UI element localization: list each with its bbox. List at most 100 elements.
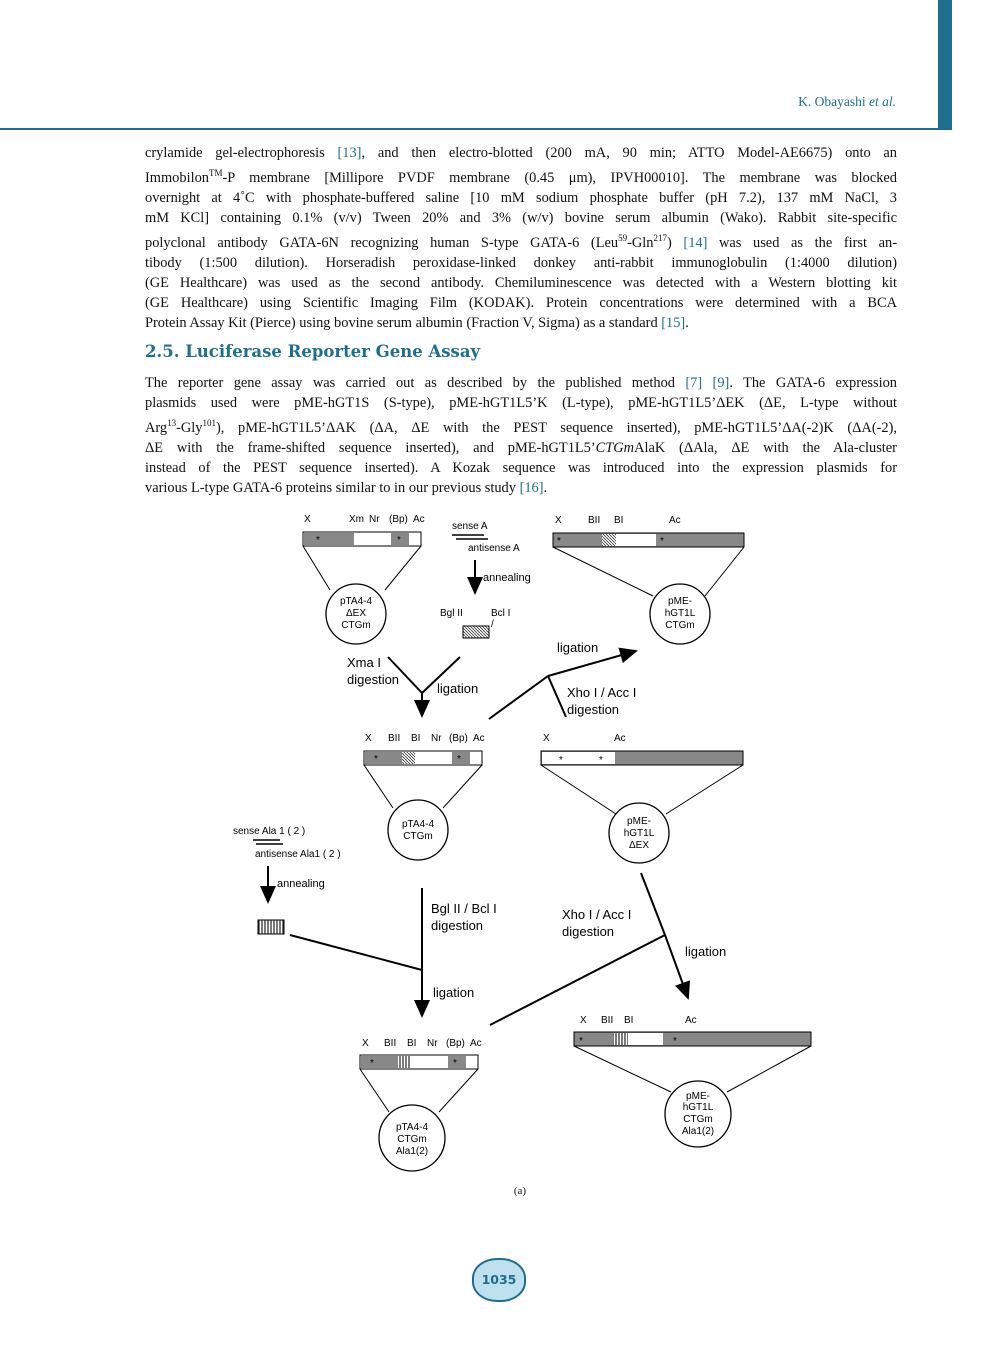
plasmid-label: hGT1L — [665, 608, 696, 619]
plasmid-label: pME- — [627, 816, 651, 827]
marker-star: * — [316, 535, 320, 546]
step-label: Xma I — [347, 655, 381, 670]
text-line: ImmobilonTM-P membrane [Millipore PVDF m… — [145, 168, 897, 186]
plasmid-label: Ala1(2) — [682, 1126, 714, 1137]
plasmid-label: CTGm — [683, 1114, 712, 1125]
site-label: Ac — [614, 733, 626, 744]
oligo-label: sense A — [452, 521, 488, 532]
oligo-label: antisense A — [468, 543, 520, 554]
section-heading: 2.5. Luciferase Reporter Gene Assay — [145, 342, 481, 361]
page-number: 1035 — [472, 1258, 526, 1302]
text-line: (GE Healthcare) was used as the second a… — [145, 274, 897, 291]
ligation-step-2: Bgl II / Bcl I digestion ligation Xho I … — [289, 872, 726, 1026]
text-line: tibody (1:500 dilution). Horseradish per… — [145, 254, 897, 271]
site-label: X — [304, 514, 311, 525]
text-line: mM KCl] containing 0.1% (v/v) Tween 20% … — [145, 209, 897, 226]
figure-caption: (a) — [513, 1185, 527, 1197]
text-line: Protein Assay Kit (Pierce) using bovine … — [145, 314, 689, 331]
text-line: plasmids used were pME-hGT1S (S-type), p… — [145, 395, 897, 411]
site-label: Nr — [427, 1038, 438, 1049]
text-line: Arg13-Gly101), pME-hGT1L5’ΔAK (ΔA, ΔE wi… — [145, 418, 897, 436]
construct-middle-left: X BII BI Nr (Bp) Ac * * pTA4-4 CTGm — [363, 733, 485, 861]
site-label: X — [543, 733, 550, 744]
site-label: BII — [388, 733, 400, 744]
citation-link[interactable]: [13] — [337, 145, 362, 161]
site-label: BII — [384, 1038, 396, 1049]
site-label: BII — [601, 1015, 613, 1026]
site-label: Nr — [369, 514, 380, 525]
plasmid-label: CTGm — [397, 1134, 426, 1145]
oligo-label: sense Ala 1 ( 2 ) — [233, 826, 305, 837]
site-label: Ac — [669, 515, 681, 526]
plasmid-label: pME- — [668, 596, 692, 607]
plasmid-label: pTA4-4 — [402, 819, 434, 830]
construct-top-right: X BII BI Ac * * pME- hGT1L CTGm — [552, 515, 745, 645]
plasmid-label: Ala1(2) — [396, 1146, 428, 1157]
marker-star: * — [453, 1058, 457, 1069]
site-label: X — [580, 1015, 587, 1026]
site-label: BI — [624, 1015, 633, 1026]
site-label: X — [555, 515, 562, 526]
citation-link[interactable]: [15] — [661, 314, 686, 331]
plasmid-label: pTA4-4 — [340, 596, 372, 607]
text-line: various L-type GATA-6 proteins similar t… — [145, 479, 548, 496]
plasmid-label: pME- — [686, 1091, 710, 1102]
marker-star: * — [374, 754, 378, 765]
citation-link[interactable]: [9] — [712, 375, 730, 391]
step-label: digestion — [562, 924, 614, 939]
step-label: Xho I / Acc I — [567, 685, 636, 700]
plasmid-label: pTA4-4 — [396, 1122, 428, 1133]
plasmid-label: ΔEX — [629, 840, 649, 851]
site-label: Ac — [470, 1038, 482, 1049]
construct-top-left: X Xm Nr (Bp) Ac * * pTA4-4 ΔEX CTGm — [302, 514, 425, 645]
site-label: BI — [411, 733, 420, 744]
oligo-annealing-ala: sense Ala 1 ( 2 ) antisense Ala1 ( 2 ) a… — [233, 826, 341, 935]
site-label: Ac — [413, 514, 425, 525]
step-label: ligation — [557, 640, 598, 655]
site-label: BII — [588, 515, 600, 526]
citation-link[interactable]: [14] — [683, 234, 708, 251]
plasmid-label: hGT1L — [683, 1102, 714, 1113]
construct-bottom-left: X BII BI Nr (Bp) Ac * * pTA4-4 CTGm Ala1… — [359, 1038, 482, 1172]
marker-star: * — [673, 1036, 677, 1047]
enzyme-label: Bcl I — [491, 608, 510, 619]
site-label: X — [362, 1038, 369, 1049]
site-label: Ac — [685, 1015, 697, 1026]
step-label: digestion — [431, 918, 483, 933]
cloning-scheme-figure: X Xm Nr (Bp) Ac * * pTA4-4 ΔEX CTGm sens… — [233, 514, 812, 1172]
step-label: digestion — [567, 702, 619, 717]
citation-link[interactable]: [16] — [519, 479, 544, 496]
text-line: instead of the PEST sequence inserted). … — [145, 459, 897, 476]
marker-star: * — [559, 755, 563, 766]
site-label: Nr — [431, 733, 442, 744]
enzyme-label: Bgl II — [440, 608, 463, 619]
marker-star: * — [557, 536, 561, 547]
paragraph-reporter-assay: The reporter gene assay was carried out … — [145, 373, 897, 498]
site-label: BI — [614, 515, 623, 526]
step-label: ligation — [437, 681, 478, 696]
enzyme-label: / — [491, 619, 494, 630]
text-line: crylamide gel-electrophoresis [13], and … — [145, 145, 897, 161]
header-accent-bar — [938, 0, 952, 128]
plasmid-label: ΔEX — [346, 608, 366, 619]
plasmid-label: CTGm — [403, 831, 432, 842]
step-label: Bgl II / Bcl I — [431, 901, 497, 916]
construct-middle-right: X Ac * * pME- hGT1L ΔEX — [540, 733, 744, 864]
step-label: annealing — [483, 572, 531, 584]
oligo-annealing-a: sense A antisense A annealing Bgl II Bcl… — [440, 521, 531, 639]
step-label: digestion — [347, 672, 399, 687]
text-line: polyclonal antibody GATA-6N recognizing … — [145, 232, 897, 251]
text-line: The reporter gene assay was carried out … — [145, 375, 897, 391]
running-header: K. Obayashi et al. — [798, 94, 896, 109]
site-label: X — [365, 733, 372, 744]
oligo-label: antisense Ala1 ( 2 ) — [255, 849, 341, 860]
ligation-step-1: Xma I digestion ligation ligation Xho I … — [347, 640, 638, 720]
marker-star: * — [370, 1058, 374, 1069]
site-label: (Bp) — [446, 1038, 465, 1049]
text-line: (GE Healthcare) using Scientific Imaging… — [145, 294, 897, 311]
header-rule — [0, 128, 952, 130]
step-label: Xho I / Acc I — [562, 907, 631, 922]
citation-link[interactable]: [7] — [685, 375, 703, 391]
text-line: ΔE with the frame-shifted sequence inser… — [145, 439, 897, 456]
site-label: BI — [407, 1038, 416, 1049]
